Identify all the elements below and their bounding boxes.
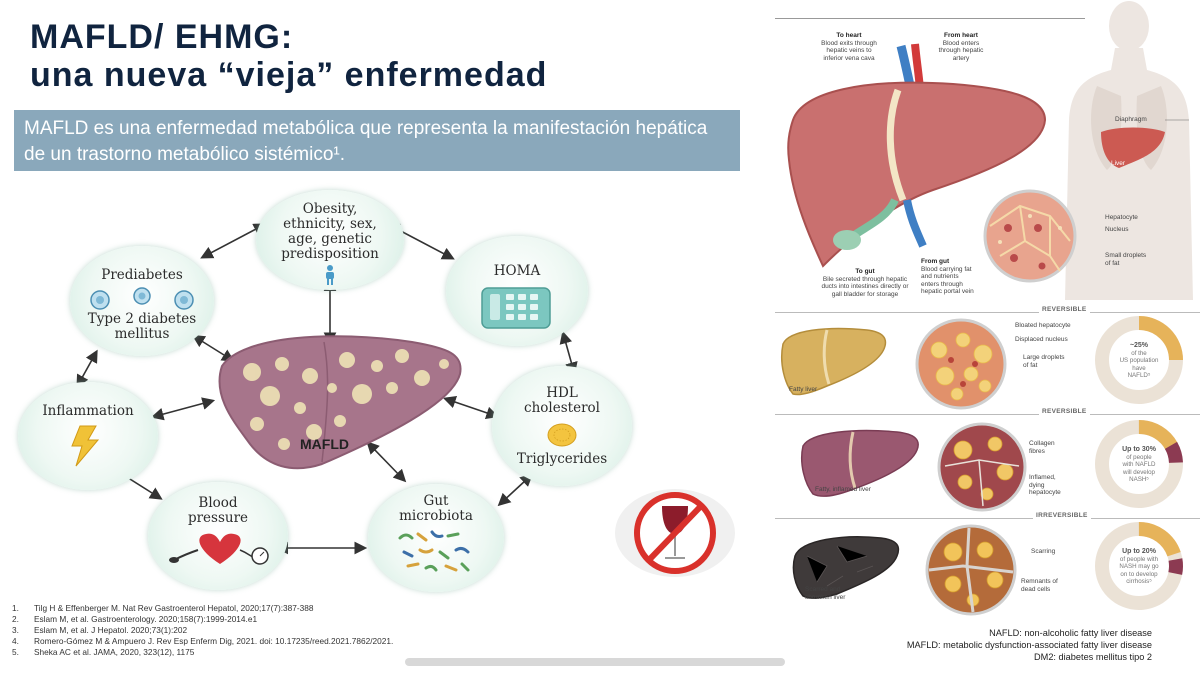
title-line-1: MAFLD/ EHMG: bbox=[30, 18, 294, 56]
person-icon bbox=[326, 265, 334, 285]
heart-gauge-icon bbox=[169, 533, 269, 565]
bp-line-2: pressure bbox=[187, 510, 249, 526]
reversible-label-2: REVERSIBLE bbox=[1039, 408, 1090, 415]
to-gut-label: To gut Bile secreted through hepatic duc… bbox=[821, 268, 909, 298]
healthy-liver-illustration bbox=[787, 43, 1047, 268]
reference-item: 1.Tilg H & Effenberger M. Nat Rev Gastro… bbox=[12, 603, 314, 613]
to-heart-label: To heart Blood exits through hepatic vei… bbox=[821, 32, 877, 62]
no-alcohol-icon bbox=[615, 489, 735, 577]
risk-line-3: age, genetic bbox=[288, 231, 372, 247]
diagram-arrows bbox=[76, 223, 578, 555]
body-silhouette bbox=[1065, 1, 1193, 300]
liver-disease-figure: Diaphragm Liver To heart Blood exits thr… bbox=[775, 0, 1200, 620]
inflammation-label: Inflammation bbox=[42, 403, 134, 419]
cells-icon bbox=[90, 287, 194, 310]
reference-item: 3.Eslam M, et al. J Hepatol. 2020;73(1):… bbox=[12, 625, 188, 635]
hdl-line-2: cholesterol bbox=[524, 400, 600, 416]
bloated-hepatocyte-label: Bloated hepatocyte bbox=[1015, 322, 1071, 329]
reference-item: 5.Sheka AC et al. JAMA, 2020, 323(12), 1… bbox=[12, 647, 195, 657]
mafld-center-label: MAFLD bbox=[300, 436, 349, 452]
risk-line-4: predisposition bbox=[281, 246, 379, 262]
page-title: MAFLD/ EHMG: una nueva “vieja” enfermeda… bbox=[30, 18, 547, 94]
stage-divider bbox=[775, 518, 1200, 519]
donut-chart-3 bbox=[1095, 522, 1183, 610]
risk-line-1: Obesity, bbox=[302, 201, 358, 217]
node-hdl: HDL cholesterol Triglycerides bbox=[492, 366, 632, 486]
node-homa: HOMA bbox=[446, 236, 588, 346]
node-prediabetes: Prediabetes Type 2 diabetes mellitus bbox=[70, 246, 214, 356]
diaphragm-label: Diaphragm bbox=[1115, 116, 1147, 123]
gut-line-2: microbiota bbox=[399, 508, 473, 524]
triglycerides-label: Triglycerides bbox=[516, 451, 608, 467]
from-heart-label: From heart Blood enters through hepatic … bbox=[938, 32, 984, 62]
bp-line-1: Blood bbox=[198, 495, 238, 511]
reversible-label-1: REVERSIBLE bbox=[1039, 306, 1090, 313]
node-risk-factors: Obesity, ethnicity, sex, age, genetic pr… bbox=[256, 190, 404, 290]
node-gut-microbiota: Gut microbiota bbox=[368, 484, 504, 592]
lipid-particle-icon bbox=[547, 423, 577, 447]
node-inflammation: Inflammation bbox=[18, 382, 158, 490]
hdl-line-1: HDL bbox=[546, 385, 578, 401]
type2-line-1: Type 2 diabetes bbox=[87, 311, 197, 327]
gut-line-1: Gut bbox=[423, 493, 449, 509]
donut-chart-1 bbox=[1095, 316, 1183, 404]
scarred-liver-illustration bbox=[792, 536, 900, 599]
risk-line-2: ethnicity, sex, bbox=[283, 216, 377, 232]
hepatocyte-label: Hepatocyte bbox=[1105, 214, 1138, 221]
inflamed-liver-illustration bbox=[801, 429, 919, 497]
displaced-nucleus-label: Displaced nucleus bbox=[1015, 336, 1068, 343]
type2-line-2: mellitus bbox=[114, 326, 170, 342]
fatty-liver-label: Fatty liver bbox=[789, 386, 818, 393]
title-line-2: una nueva “vieja” enfermedad bbox=[30, 56, 548, 94]
calculator-icon bbox=[481, 287, 551, 329]
small-liver-label: Liver bbox=[1111, 160, 1126, 167]
scarred-tissue-magnified bbox=[925, 524, 1017, 616]
inflamed-tissue-magnified bbox=[937, 422, 1027, 512]
fatty-tissue-magnified bbox=[915, 318, 1007, 410]
healthy-tissue-magnified bbox=[983, 189, 1077, 283]
top-rule bbox=[775, 18, 1085, 19]
node-blood-pressure: Blood pressure bbox=[148, 482, 288, 590]
mafld-liver-illustration bbox=[218, 335, 462, 470]
nucleus-label: Nucleus bbox=[1105, 226, 1129, 233]
stage-divider bbox=[775, 414, 1200, 415]
prediabetes-label: Prediabetes bbox=[101, 267, 183, 283]
donut-chart-2 bbox=[1095, 420, 1183, 508]
fatty-liver-illustration bbox=[781, 327, 887, 396]
lightning-icon bbox=[71, 425, 100, 467]
legend-line: MAFLD: metabolic dysfunction-associated … bbox=[906, 640, 1152, 650]
legend-line: DM2: diabetes mellitus tipo 2 bbox=[1034, 652, 1152, 662]
stage-divider bbox=[775, 312, 1200, 313]
homa-label: HOMA bbox=[493, 263, 541, 279]
legend-line: NAFLD: non-alcoholic fatty liver disease bbox=[989, 628, 1152, 638]
from-gut-label: From gut Blood carrying fat and nutrient… bbox=[921, 258, 974, 295]
scarring-label: Scarring bbox=[1031, 548, 1056, 555]
irreversible-label: IRREVERSIBLE bbox=[1033, 512, 1091, 519]
fatty-inflamed-label: Fatty, inflamed liver bbox=[815, 486, 871, 493]
reference-item: 4.Romero-Gómez M & Ampuero J. Rev Esp En… bbox=[12, 636, 394, 646]
reference-item: 2.Eslam M, et al. Gastroenterology. 2020… bbox=[12, 614, 258, 624]
definition-banner: MAFLD es una enfermedad metabólica que r… bbox=[14, 110, 740, 171]
bacteria-icon bbox=[398, 530, 470, 572]
abbreviation-legend: NAFLD: non-alcoholic fatty liver disease… bbox=[907, 627, 1152, 663]
horizontal-scrollbar[interactable] bbox=[405, 658, 785, 666]
references-list: 1.Tilg H & Effenberger M. Nat Rev Gastro… bbox=[12, 603, 393, 658]
